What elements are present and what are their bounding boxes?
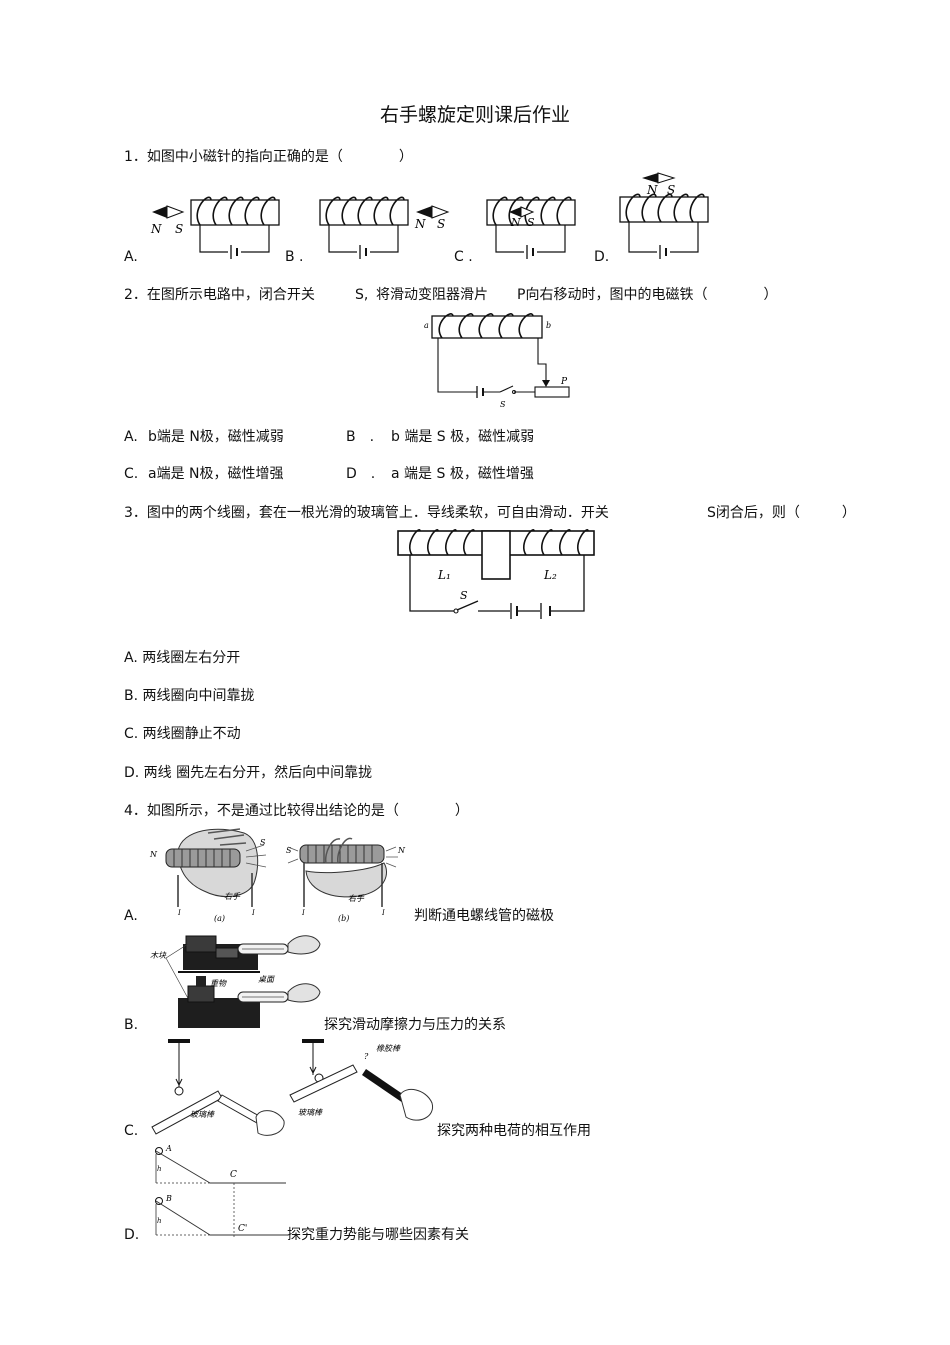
q2-stem-part1: 2．在图所示电路中，闭合开关 [124,287,315,303]
svg-text:右手: 右手 [348,894,365,903]
slider-p-label: P [560,377,568,387]
fig-d-a: A [165,1144,172,1153]
q2-option-b-letter[interactable]: B . [346,429,375,445]
coil-l1-label: L₁ [437,568,451,582]
q1-figure-c: N S [486,196,576,259]
q4-option-a-letter[interactable]: A. [124,908,138,924]
end-b-label: b [546,321,551,330]
switch-s-label: S [460,589,468,602]
q3-option-c[interactable]: C. 两线圈静止不动 [124,726,241,742]
svg-text:I: I [381,909,385,917]
q1-option-d[interactable]: D. [594,249,610,265]
svg-text:I: I [301,909,305,917]
q4-stem: 4．如图所示，不是通过比较得出结论的是（ ） [124,803,469,819]
q2-option-a-letter[interactable]: A. [124,429,138,445]
page-title: 右手螺旋定则课后作业 [379,104,570,126]
q4-option-b-letter[interactable]: B. [124,1017,139,1033]
svg-text:h: h [157,1217,162,1225]
q4-figure-a: N S I I 右手 (a) S N I I 右手 (b) [149,828,406,923]
q3-option-b[interactable]: B. 两线圈向中间靠拢 [124,688,255,704]
q3-stem-part2: S闭合后，则（ ） [707,505,856,521]
fig-c-glass-1: 玻璃棒 [190,1110,215,1119]
q4-option-c-text[interactable]: 探究两种电荷的相互作用 [437,1123,591,1139]
q1-stem: 1．如图中小磁针的指向正确的是（ ） [124,149,413,165]
svg-text:h: h [157,1165,162,1173]
q4-option-d-text[interactable]: 探究重力势能与哪些因素有关 [287,1227,469,1243]
needle-s-label: S [175,222,183,236]
q2-option-a-text[interactable]: b端是 N极，磁性减弱 [148,429,284,445]
q2-option-b-text[interactable]: b 端是 S 极，磁性减弱 [391,429,535,445]
fig-b-table: 桌面 [258,975,276,984]
q3-option-a[interactable]: A. 两线圈左右分开 [124,650,241,666]
fig-a-s: S [260,838,266,847]
q4-figure-d: A h C B h C' [155,1144,288,1237]
needle-n-label: N [150,222,162,236]
svg-text:S: S [437,217,445,231]
end-a-label: a [424,321,429,330]
fig-d-c-prime: C' [238,1224,247,1234]
q1-figure-b: N S [319,196,450,259]
q4-figure-b: 木块 桌面 重物 [150,935,321,1028]
fig-b-weight: 重物 [210,979,227,988]
fig-a-caption-a: (a) [214,914,225,923]
q1-option-b[interactable]: B . [285,249,304,265]
svg-text:N: N [397,846,406,855]
q4-option-b-text[interactable]: 探究滑动摩擦力与压力的关系 [324,1017,506,1033]
q4-option-d-letter[interactable]: D. [124,1227,140,1243]
svg-text:I: I [177,909,181,917]
svg-text:S: S [667,183,675,197]
svg-text:S: S [286,846,292,855]
q2-option-c-text[interactable]: a端是 N极，磁性增强 [148,466,284,482]
q1-option-a[interactable]: A. [124,249,138,265]
fig-c-glass-2: 玻璃棒 [298,1108,323,1117]
q1-figure-a: N S [150,196,280,259]
fig-d-b: B [165,1194,172,1203]
q1-option-c[interactable]: C . [454,249,473,265]
svg-text:N: N [646,183,658,197]
q2-option-d-letter[interactable]: D . [346,466,376,482]
fig-b-block: 木块 [150,951,167,960]
q3-option-d[interactable]: D. 两线 圈先左右分开，然后向中间靠拢 [124,765,373,781]
fig-a-hand: 右手 [224,892,241,901]
fig-a-caption-b: (b) [338,914,349,923]
fig-d-c: C [230,1170,237,1180]
switch-s-label: S [500,400,506,409]
q4-figure-c: 玻璃棒 玻璃棒 ? 橡胶棒 [151,1039,434,1136]
q3-stem-part1: 3．图中的两个线圈，套在一根光滑的玻璃管上．导线柔软，可自由滑动．开关 [124,505,609,521]
q2-circuit-figure: a b S P [424,313,570,409]
svg-text:I: I [251,909,255,917]
q2-stem-switch: S, [355,287,369,303]
svg-text:N: N [510,216,521,229]
fig-c-rubber: 橡胶棒 [376,1044,401,1053]
q1-figure-d: N S [619,172,709,259]
q2-option-c-letter[interactable]: C. [124,466,139,482]
q4-option-c-letter[interactable]: C. [124,1123,139,1139]
svg-text:N: N [414,217,426,231]
q4-option-a-text[interactable]: 判断通电螺线管的磁极 [414,908,554,924]
q2-stem-part3: P向右移动时，图中的电磁铁（ ） [517,287,778,303]
fig-c-q: ? [364,1052,369,1061]
fig-a-n: N [149,850,158,859]
coil-l2-label: L₂ [543,568,557,582]
q2-option-d-text[interactable]: a 端是 S 极，磁性增强 [391,466,534,482]
svg-text:S: S [527,216,535,229]
q2-stem-part2: 将滑动变阻器滑片 [376,287,488,303]
q3-coils-figure: L₁ L₂ S [397,529,595,619]
